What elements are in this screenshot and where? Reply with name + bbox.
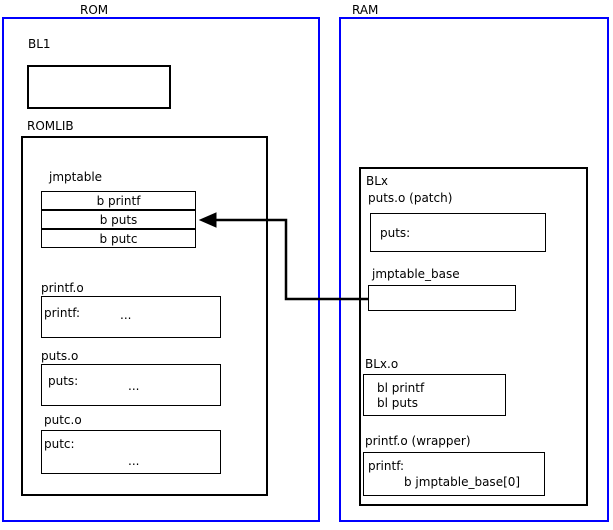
putc-o-body: ...	[128, 454, 140, 468]
blx-o-label: BLx.o	[365, 357, 399, 371]
puts-patch-box: puts:	[370, 213, 546, 252]
puts-o-label: puts.o	[41, 349, 79, 363]
rom-region-title: ROM	[80, 3, 109, 17]
jmptable-row-2-text: b putc	[99, 232, 138, 246]
putc-o-label: putc.o	[44, 413, 82, 427]
printf-o-symbol: printf:	[44, 306, 81, 320]
jmptable-row-1-text: b puts	[99, 213, 138, 227]
printf-o-body: ...	[120, 308, 132, 322]
printf-o-label: printf.o	[41, 281, 84, 295]
romlib-label: ROMLIB	[27, 119, 74, 133]
puts-o-box: puts: ...	[41, 364, 221, 406]
puts-o-body: ...	[128, 379, 140, 393]
blx-o-line-1: bl puts	[377, 396, 418, 410]
puts-patch-symbol: puts:	[380, 226, 411, 240]
blx-o-line-0: bl printf	[377, 381, 425, 395]
blx-o-box: bl printf bl puts	[363, 374, 506, 416]
jmptable-row-0: b printf	[41, 191, 196, 210]
printf-wrapper-label: printf.o (wrapper)	[365, 434, 471, 448]
putc-o-box: putc: ...	[41, 430, 221, 474]
jmptable-row-2: b putc	[41, 229, 196, 248]
putc-o-symbol: putc:	[44, 437, 75, 451]
jmptable-row-0-text: b printf	[96, 194, 141, 208]
printf-wrapper-symbol: printf:	[368, 459, 405, 473]
jmptable-row-1: b puts	[41, 210, 196, 229]
printf-wrapper-box: printf: b jmptable_base[0]	[363, 452, 545, 496]
printf-o-box: printf: ...	[41, 296, 221, 338]
jmptable-base-label: jmptable_base	[372, 267, 460, 281]
bl1-label: BL1	[28, 37, 51, 51]
printf-wrapper-branch: b jmptable_base[0]	[404, 475, 521, 489]
jmptable-base-box	[368, 285, 516, 311]
blx-label: BLx	[366, 174, 389, 188]
bl1-box	[27, 65, 171, 109]
puts-patch-label: puts.o (patch)	[368, 191, 453, 205]
jmptable-label: jmptable	[49, 170, 103, 184]
ram-region-title: RAM	[352, 3, 379, 17]
puts-o-symbol: puts:	[48, 374, 79, 388]
